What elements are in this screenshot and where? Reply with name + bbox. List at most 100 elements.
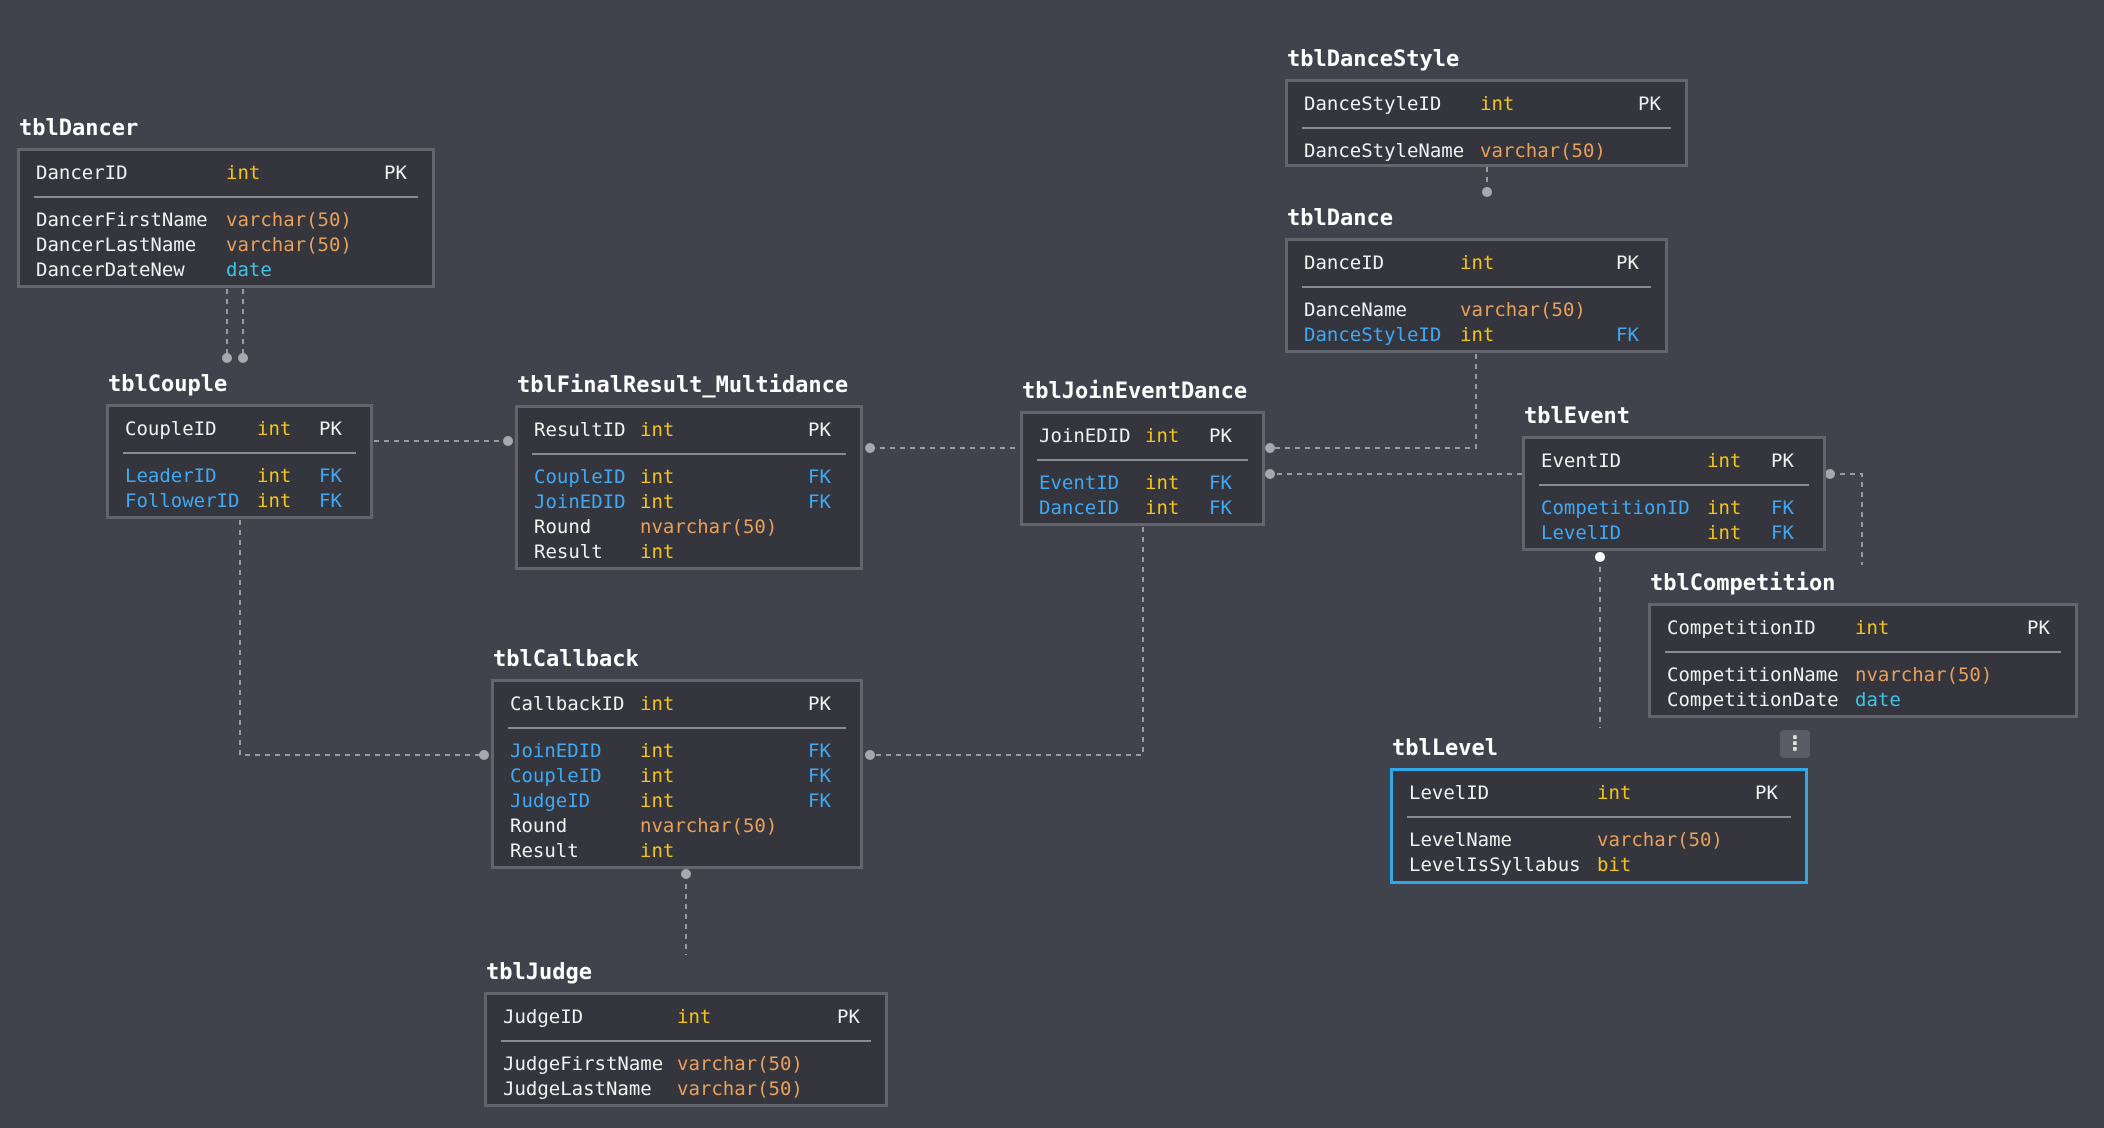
- table-title[interactable]: tblJudge: [486, 960, 592, 985]
- key-divider: [1539, 484, 1809, 486]
- table-title[interactable]: tblJoinEventDance: [1022, 379, 1248, 404]
- table-title[interactable]: tblCompetition: [1650, 571, 1836, 596]
- table-title[interactable]: tblDancer: [19, 116, 139, 141]
- table-title[interactable]: tblLevel: [1392, 736, 1498, 761]
- table-title[interactable]: tblCallback: [493, 647, 639, 672]
- column-type: int: [640, 790, 675, 812]
- column-type: int: [1707, 497, 1742, 519]
- table-title[interactable]: tblDance: [1287, 206, 1393, 231]
- column-name: DanceStyleID: [1304, 93, 1442, 115]
- table-options-menu-button[interactable]: ⋮: [1780, 730, 1810, 758]
- column-type: int: [257, 465, 292, 487]
- column-name: FollowerID: [125, 490, 240, 512]
- link-couple-callback[interactable]: [239, 520, 484, 756]
- link-joineventdance-callback[interactable]: [870, 527, 1144, 756]
- column-type: varchar(50): [226, 234, 352, 256]
- key-badge: PK: [1209, 425, 1232, 447]
- link-event-competition[interactable]: [1830, 473, 1863, 565]
- column-type: int: [640, 466, 675, 488]
- key-divider: [123, 452, 356, 454]
- table-title[interactable]: tblFinalResult_Multidance: [517, 373, 849, 398]
- key-badge: PK: [808, 693, 831, 715]
- column-type: int: [640, 693, 675, 715]
- table-title[interactable]: tblEvent: [1524, 404, 1630, 429]
- column-type: int: [640, 541, 675, 563]
- key-badge: PK: [808, 419, 831, 441]
- column-name: LevelIsSyllabus: [1409, 854, 1581, 876]
- column-name: Round: [534, 516, 592, 538]
- key-badge: PK: [319, 418, 342, 440]
- key-badge: PK: [1616, 252, 1639, 274]
- column-name: DanceID: [1304, 252, 1385, 274]
- column-type: int: [1145, 497, 1180, 519]
- column-type: int: [226, 162, 261, 184]
- link-dance-joineventdance[interactable]: [1270, 354, 1477, 449]
- key-badge: FK: [1771, 522, 1794, 544]
- table-title[interactable]: tblDanceStyle: [1287, 47, 1460, 72]
- column-name: CoupleID: [510, 765, 602, 787]
- table-title[interactable]: tblCouple: [108, 372, 228, 397]
